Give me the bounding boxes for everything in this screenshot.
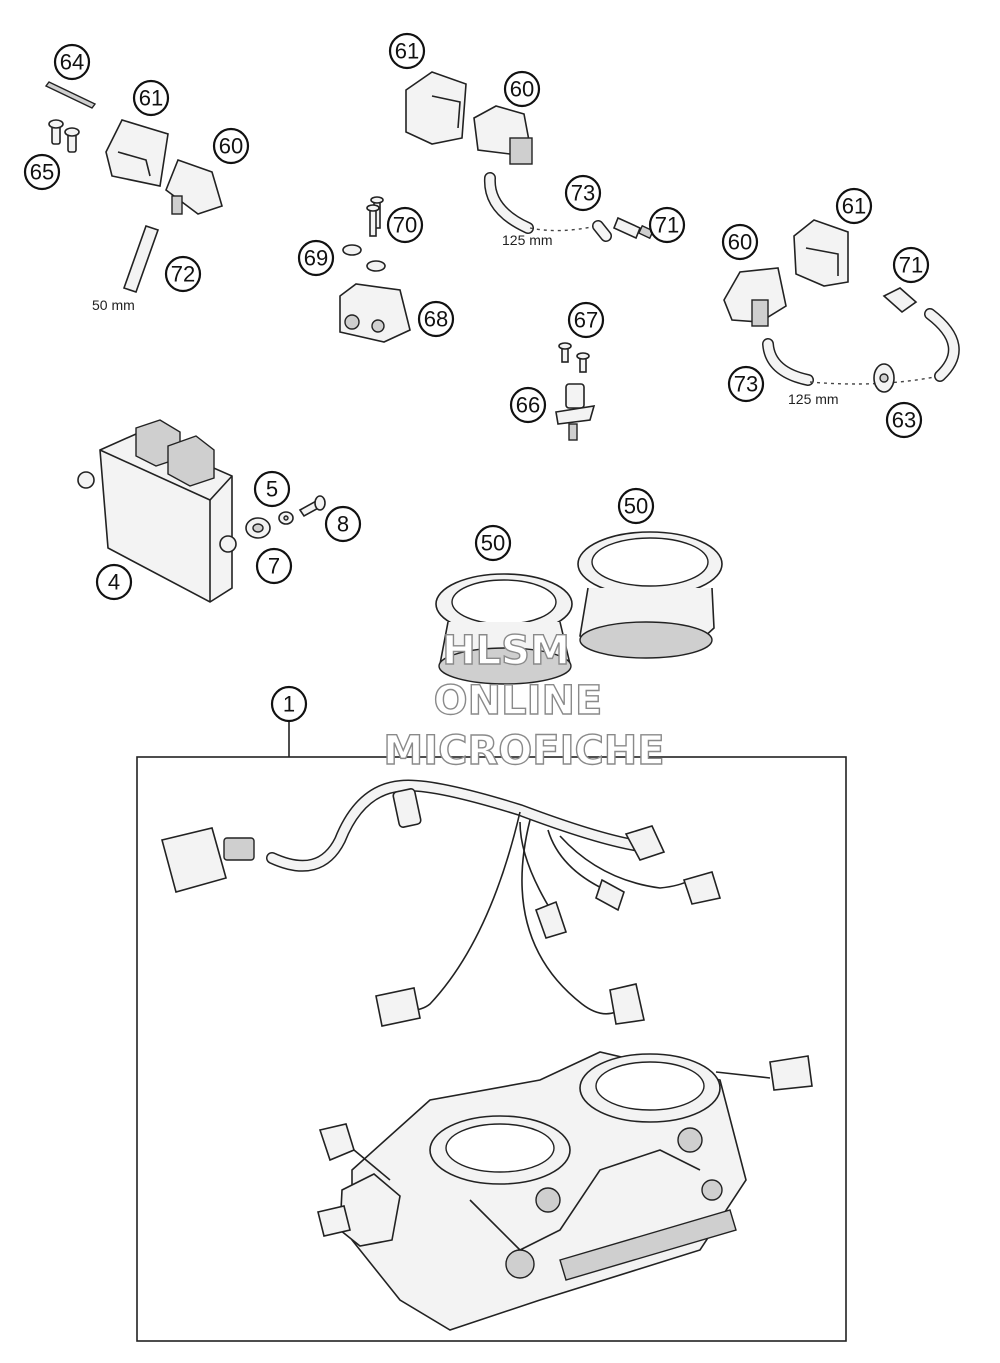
svg-text:60: 60 — [510, 77, 534, 102]
callout-72: 72 — [164, 255, 202, 293]
callout-61: 61 — [132, 79, 170, 117]
throttle-body — [317, 1051, 813, 1331]
part-60-sensor-c — [723, 267, 787, 327]
part-71-nipple-b — [882, 287, 918, 314]
callout-67: 67 — [567, 301, 605, 339]
watermark-line1: HLSM — [442, 628, 570, 674]
part-4-ecu — [77, 419, 237, 603]
watermark-line2: ONLINE — [434, 678, 603, 724]
part-69-washers — [342, 244, 386, 272]
svg-text:69: 69 — [304, 246, 328, 271]
callout-50: 50 — [474, 524, 512, 562]
svg-text:71: 71 — [899, 253, 923, 278]
part-64-clip — [44, 81, 97, 109]
part-61-cover-b — [405, 71, 467, 145]
callout-7: 7 — [255, 547, 293, 585]
callout-71: 71 — [892, 246, 930, 284]
svg-text:60: 60 — [219, 134, 243, 159]
svg-text:7: 7 — [268, 554, 280, 579]
dimension-125mm-a: 125 mm — [502, 232, 553, 248]
svg-text:73: 73 — [571, 181, 595, 206]
dimension-125mm-b: 125 mm — [788, 391, 839, 407]
svg-text:63: 63 — [892, 408, 916, 433]
callout-70: 70 — [386, 206, 424, 244]
part-72-hose — [122, 224, 160, 294]
svg-text:72: 72 — [171, 262, 195, 287]
svg-text:73: 73 — [734, 372, 758, 397]
callout-65: 65 — [23, 153, 61, 191]
svg-text:61: 61 — [842, 194, 866, 219]
part-65-screws — [48, 119, 80, 153]
callout-68: 68 — [417, 300, 455, 338]
part-50-funnel-left — [435, 573, 573, 685]
part-71-nipple-a — [612, 216, 655, 240]
callout-8: 8 — [324, 505, 362, 543]
part-66-sensor — [555, 383, 596, 441]
callout-66: 66 — [509, 386, 547, 424]
callout-73: 73 — [727, 365, 765, 403]
svg-text:4: 4 — [108, 570, 120, 595]
part-63-clamp — [873, 363, 895, 393]
part-60-sensor — [165, 158, 223, 215]
part-68-sensor-bracket — [339, 283, 411, 343]
part-5-spacer — [278, 511, 294, 525]
svg-text:70: 70 — [393, 213, 417, 238]
callout-60: 60 — [503, 70, 541, 108]
callout-5: 5 — [253, 470, 291, 508]
svg-text:61: 61 — [139, 86, 163, 111]
svg-text:60: 60 — [728, 230, 752, 255]
svg-text:5: 5 — [266, 477, 278, 502]
part-61-cover-c — [793, 219, 849, 287]
callout-63: 63 — [885, 401, 923, 439]
svg-text:8: 8 — [337, 512, 349, 537]
svg-text:1: 1 — [283, 692, 295, 717]
callout-64: 64 — [53, 43, 91, 81]
part-61-connector-cover — [105, 119, 169, 187]
part-73-hose-b — [762, 308, 960, 386]
callout-61: 61 — [388, 32, 426, 70]
svg-text:64: 64 — [60, 50, 84, 75]
callout-73: 73 — [564, 174, 602, 212]
svg-text:61: 61 — [395, 39, 419, 64]
callout-71: 71 — [648, 206, 686, 244]
part-7-grommet — [245, 517, 271, 539]
callout-60: 60 — [212, 127, 250, 165]
callout-61: 61 — [835, 187, 873, 225]
svg-text:66: 66 — [516, 393, 540, 418]
part-73-hose-a — [483, 172, 612, 242]
assembly-1-frame — [136, 756, 847, 1342]
callout-1: 1 — [270, 685, 308, 723]
part-8-bolt — [298, 495, 326, 518]
callout-60: 60 — [721, 223, 759, 261]
watermark-line3: MICROFICHE — [383, 728, 664, 774]
svg-text:68: 68 — [424, 307, 448, 332]
svg-text:67: 67 — [574, 308, 598, 333]
callout-69: 69 — [297, 239, 335, 277]
callout-4: 4 — [95, 563, 133, 601]
part-60-sensor-b — [473, 105, 533, 165]
dimension-50mm: 50 mm — [92, 297, 135, 313]
part-70-screws — [366, 196, 384, 237]
svg-text:50: 50 — [624, 494, 648, 519]
wiring-harness — [161, 779, 722, 1027]
svg-text:65: 65 — [30, 160, 54, 185]
part-50-funnel-right — [577, 531, 723, 659]
part-67-screws — [558, 342, 590, 373]
svg-text:71: 71 — [655, 213, 679, 238]
callout-50: 50 — [617, 487, 655, 525]
svg-text:50: 50 — [481, 531, 505, 556]
